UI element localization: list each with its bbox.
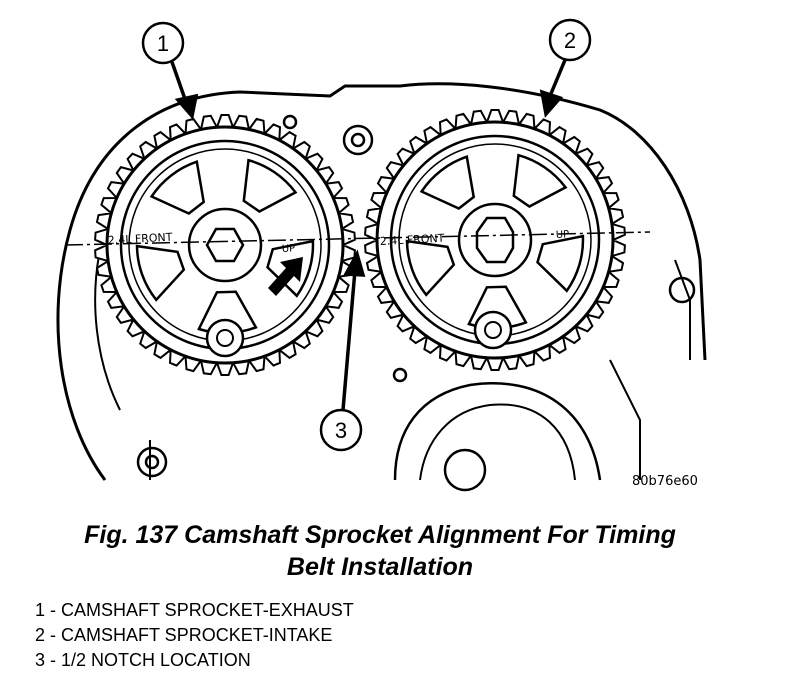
sprocket-window (149, 160, 206, 215)
sprocket-window (512, 153, 568, 208)
intake-front-mark: 2.4L FRONT (379, 232, 445, 248)
sprocket-window (266, 239, 315, 298)
timing-cover-outline (56, 82, 707, 481)
caption-line-1: Fig. 137 Camshaft Sprocket Alignment For… (84, 521, 676, 549)
legend-item: 1 - CAMSHAFT SPROCKET-EXHAUST (35, 600, 354, 620)
sprocket-window (242, 158, 298, 213)
camshaft-sprocket-diagram: 2.4L FRONT UP 2.4L FRONT UP 1 2 3 80b76e… (56, 18, 707, 492)
exhaust-sprocket (105, 125, 345, 365)
exhaust-up-mark: UP (282, 243, 296, 255)
exhaust-sprocket-bolt (205, 227, 245, 263)
legend-item: 3 - 1/2 NOTCH LOCATION (35, 650, 251, 670)
sprocket-window (405, 239, 456, 297)
figure-code: 80b76e60 (632, 474, 698, 489)
sprocket-window (135, 244, 186, 302)
intake-sprocket (375, 120, 615, 360)
legend-list: 1 - CAMSHAFT SPROCKET-EXHAUST 2 - CAMSHA… (35, 598, 354, 673)
legend-item: 2 - CAMSHAFT SPROCKET-INTAKE (35, 625, 333, 645)
timing-mark-line (64, 231, 651, 246)
exhaust-sprocket-spokes (135, 158, 315, 335)
callout-1-label: 1 (157, 31, 169, 56)
callout-leaders (170, 59, 567, 411)
sprocket-window (419, 155, 476, 210)
up-mark-arrow (268, 257, 303, 296)
intake-up-mark: UP (556, 229, 570, 241)
caption-line-2: Belt Installation (286, 553, 474, 581)
housing-holes (136, 114, 696, 492)
exhaust-front-mark: 2.4L FRONT (107, 231, 173, 247)
callout-2: 2 (548, 18, 592, 62)
callout-2-label: 2 (564, 28, 576, 53)
intake-sprocket-bolt (475, 216, 515, 264)
sprocket-window (536, 234, 585, 293)
callout-3: 3 (319, 408, 363, 452)
callout-1: 1 (141, 21, 185, 65)
callout-3-label: 3 (335, 418, 347, 443)
